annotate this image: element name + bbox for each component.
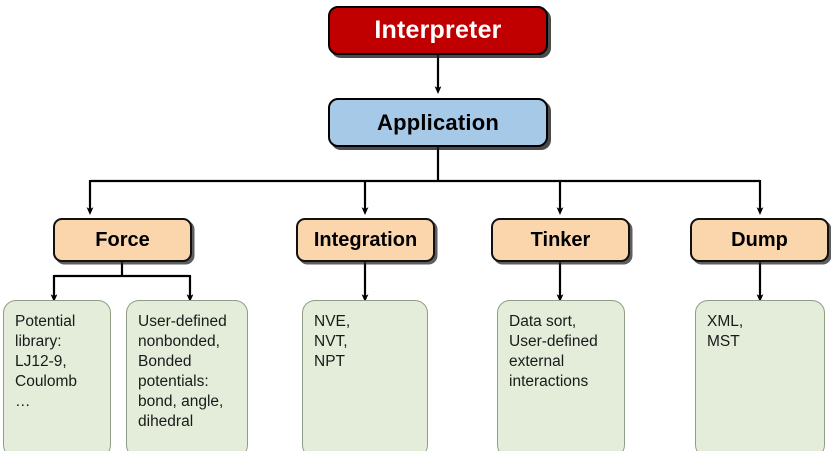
node-module-integration[interactable]: Integration xyxy=(296,218,435,262)
node-detail-dump-formats-label: XML, MST xyxy=(707,313,744,350)
node-detail-user-defined-potentials-label: User-defined nonbonded, Bonded potential… xyxy=(138,313,227,430)
node-detail-ensembles-label: NVE, NVT, NPT xyxy=(314,313,351,370)
node-interpreter-label: Interpreter xyxy=(374,16,502,44)
node-application[interactable]: Application xyxy=(328,98,548,147)
node-interpreter[interactable]: Interpreter xyxy=(328,6,548,55)
node-application-label: Application xyxy=(377,109,499,135)
node-module-dump[interactable]: Dump xyxy=(690,218,829,262)
node-detail-ensembles[interactable]: NVE, NVT, NPT xyxy=(302,300,428,451)
node-module-integration-label: Integration xyxy=(313,228,418,251)
node-module-dump-label: Dump xyxy=(731,228,788,251)
edge-force-to-details xyxy=(50,262,194,303)
node-module-tinker[interactable]: Tinker xyxy=(491,218,630,262)
node-module-tinker-label: Tinker xyxy=(530,228,591,251)
node-detail-tinker-features-label: Data sort, User-defined external interac… xyxy=(509,313,598,390)
node-module-force-label: Force xyxy=(95,228,150,251)
node-detail-tinker-features[interactable]: Data sort, User-defined external interac… xyxy=(497,300,625,451)
node-detail-user-defined-potentials[interactable]: User-defined nonbonded, Bonded potential… xyxy=(126,300,248,451)
node-module-force[interactable]: Force xyxy=(53,218,192,262)
node-detail-potential-library[interactable]: Potential library: LJ12-9, Coulomb … xyxy=(3,300,111,451)
node-detail-potential-library-label: Potential library: LJ12-9, Coulomb … xyxy=(15,313,78,410)
edge-application-to-bus xyxy=(90,147,760,183)
node-detail-dump-formats[interactable]: XML, MST xyxy=(695,300,825,451)
